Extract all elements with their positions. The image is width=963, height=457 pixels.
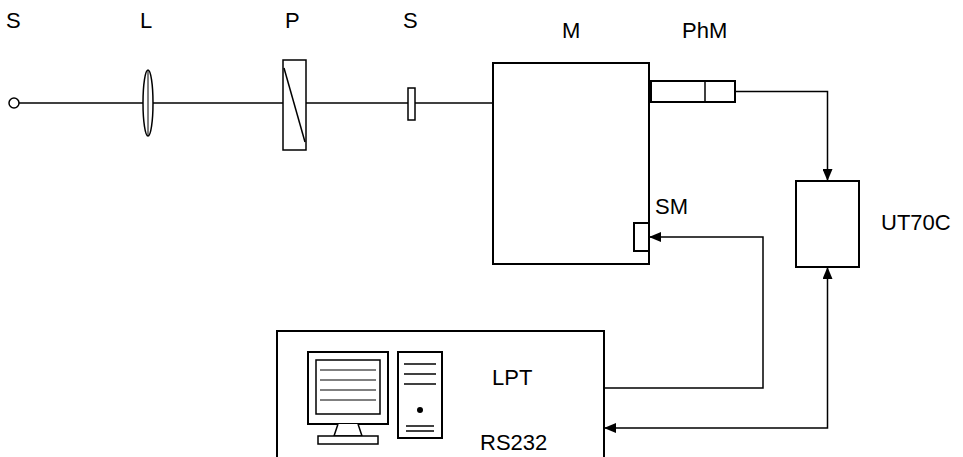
computer-icon [308, 352, 442, 444]
part-label: S [6, 8, 21, 34]
part-label: L [140, 8, 152, 34]
multimeter-box: UT70C [795, 180, 860, 268]
node-label: LPT [492, 365, 532, 391]
node-label: UT70C [881, 210, 951, 236]
computer-frame: LPT RS232 [276, 330, 605, 457]
node-label: RS232 [480, 430, 547, 456]
part-label: S [403, 8, 418, 34]
node-label: PhM [682, 18, 727, 44]
signal-connector [736, 92, 828, 181]
monochromator-box: M [492, 62, 650, 265]
stepper-motor-box: SM [633, 222, 650, 252]
part-label: P [285, 8, 300, 34]
node-label: M [562, 18, 580, 44]
photomultiplier-tube: PhM [650, 80, 736, 103]
optical-axis [19, 102, 492, 104]
signal-connector [605, 268, 828, 428]
slit [408, 88, 415, 120]
polarizer [283, 60, 306, 150]
polarizer-diagonal [284, 68, 305, 142]
node-label: SM [655, 194, 688, 220]
light-source [9, 98, 19, 108]
tube-step [704, 80, 706, 103]
lens-axis [148, 70, 149, 136]
lens [143, 70, 153, 136]
signal-connector [605, 237, 763, 388]
